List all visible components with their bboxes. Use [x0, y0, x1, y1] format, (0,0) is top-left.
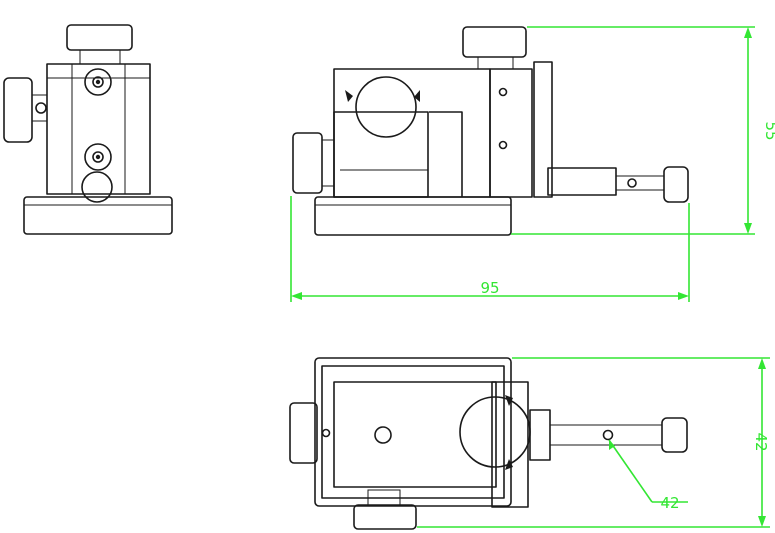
dimension-length — [290, 196, 690, 302]
front-roller — [81, 171, 113, 203]
side-end-knob — [663, 166, 689, 203]
side-extension — [547, 167, 617, 196]
top-bottom-knob — [353, 504, 417, 530]
top-center-hole — [374, 426, 392, 444]
front-base — [23, 196, 173, 235]
dimension-width — [417, 357, 770, 528]
top-end-knob — [661, 417, 688, 453]
side-view — [292, 26, 689, 236]
top-outer-frame — [314, 357, 512, 507]
top-left-knob — [289, 402, 318, 464]
side-top-knob — [462, 26, 527, 58]
dimension-width-label: 42 — [752, 432, 770, 451]
front-screw-top — [84, 68, 112, 96]
side-roller — [355, 76, 417, 138]
side-base — [314, 196, 512, 236]
side-block — [333, 111, 429, 198]
dimension-hole-leader — [608, 439, 688, 503]
top-view — [289, 357, 688, 530]
dimension-length-label: 95 — [480, 279, 499, 297]
front-screw-bottom — [84, 143, 112, 171]
front-body — [46, 63, 151, 195]
front-side-knob — [3, 77, 33, 143]
dimension-height-label: 55 — [762, 121, 775, 140]
dimension-height — [511, 26, 755, 235]
side-upright — [489, 68, 533, 198]
top-inner-frame — [321, 365, 505, 499]
dimension-hole-label: 42 — [660, 494, 679, 512]
front-view — [3, 24, 173, 235]
top-hole-feature — [602, 429, 614, 441]
top-extension — [529, 409, 551, 461]
front-top-knob — [66, 24, 133, 51]
top-roller — [459, 396, 531, 468]
top-body — [333, 381, 497, 488]
side-left-knob — [292, 132, 323, 194]
side-plate — [533, 61, 553, 198]
side-frame — [333, 68, 491, 198]
